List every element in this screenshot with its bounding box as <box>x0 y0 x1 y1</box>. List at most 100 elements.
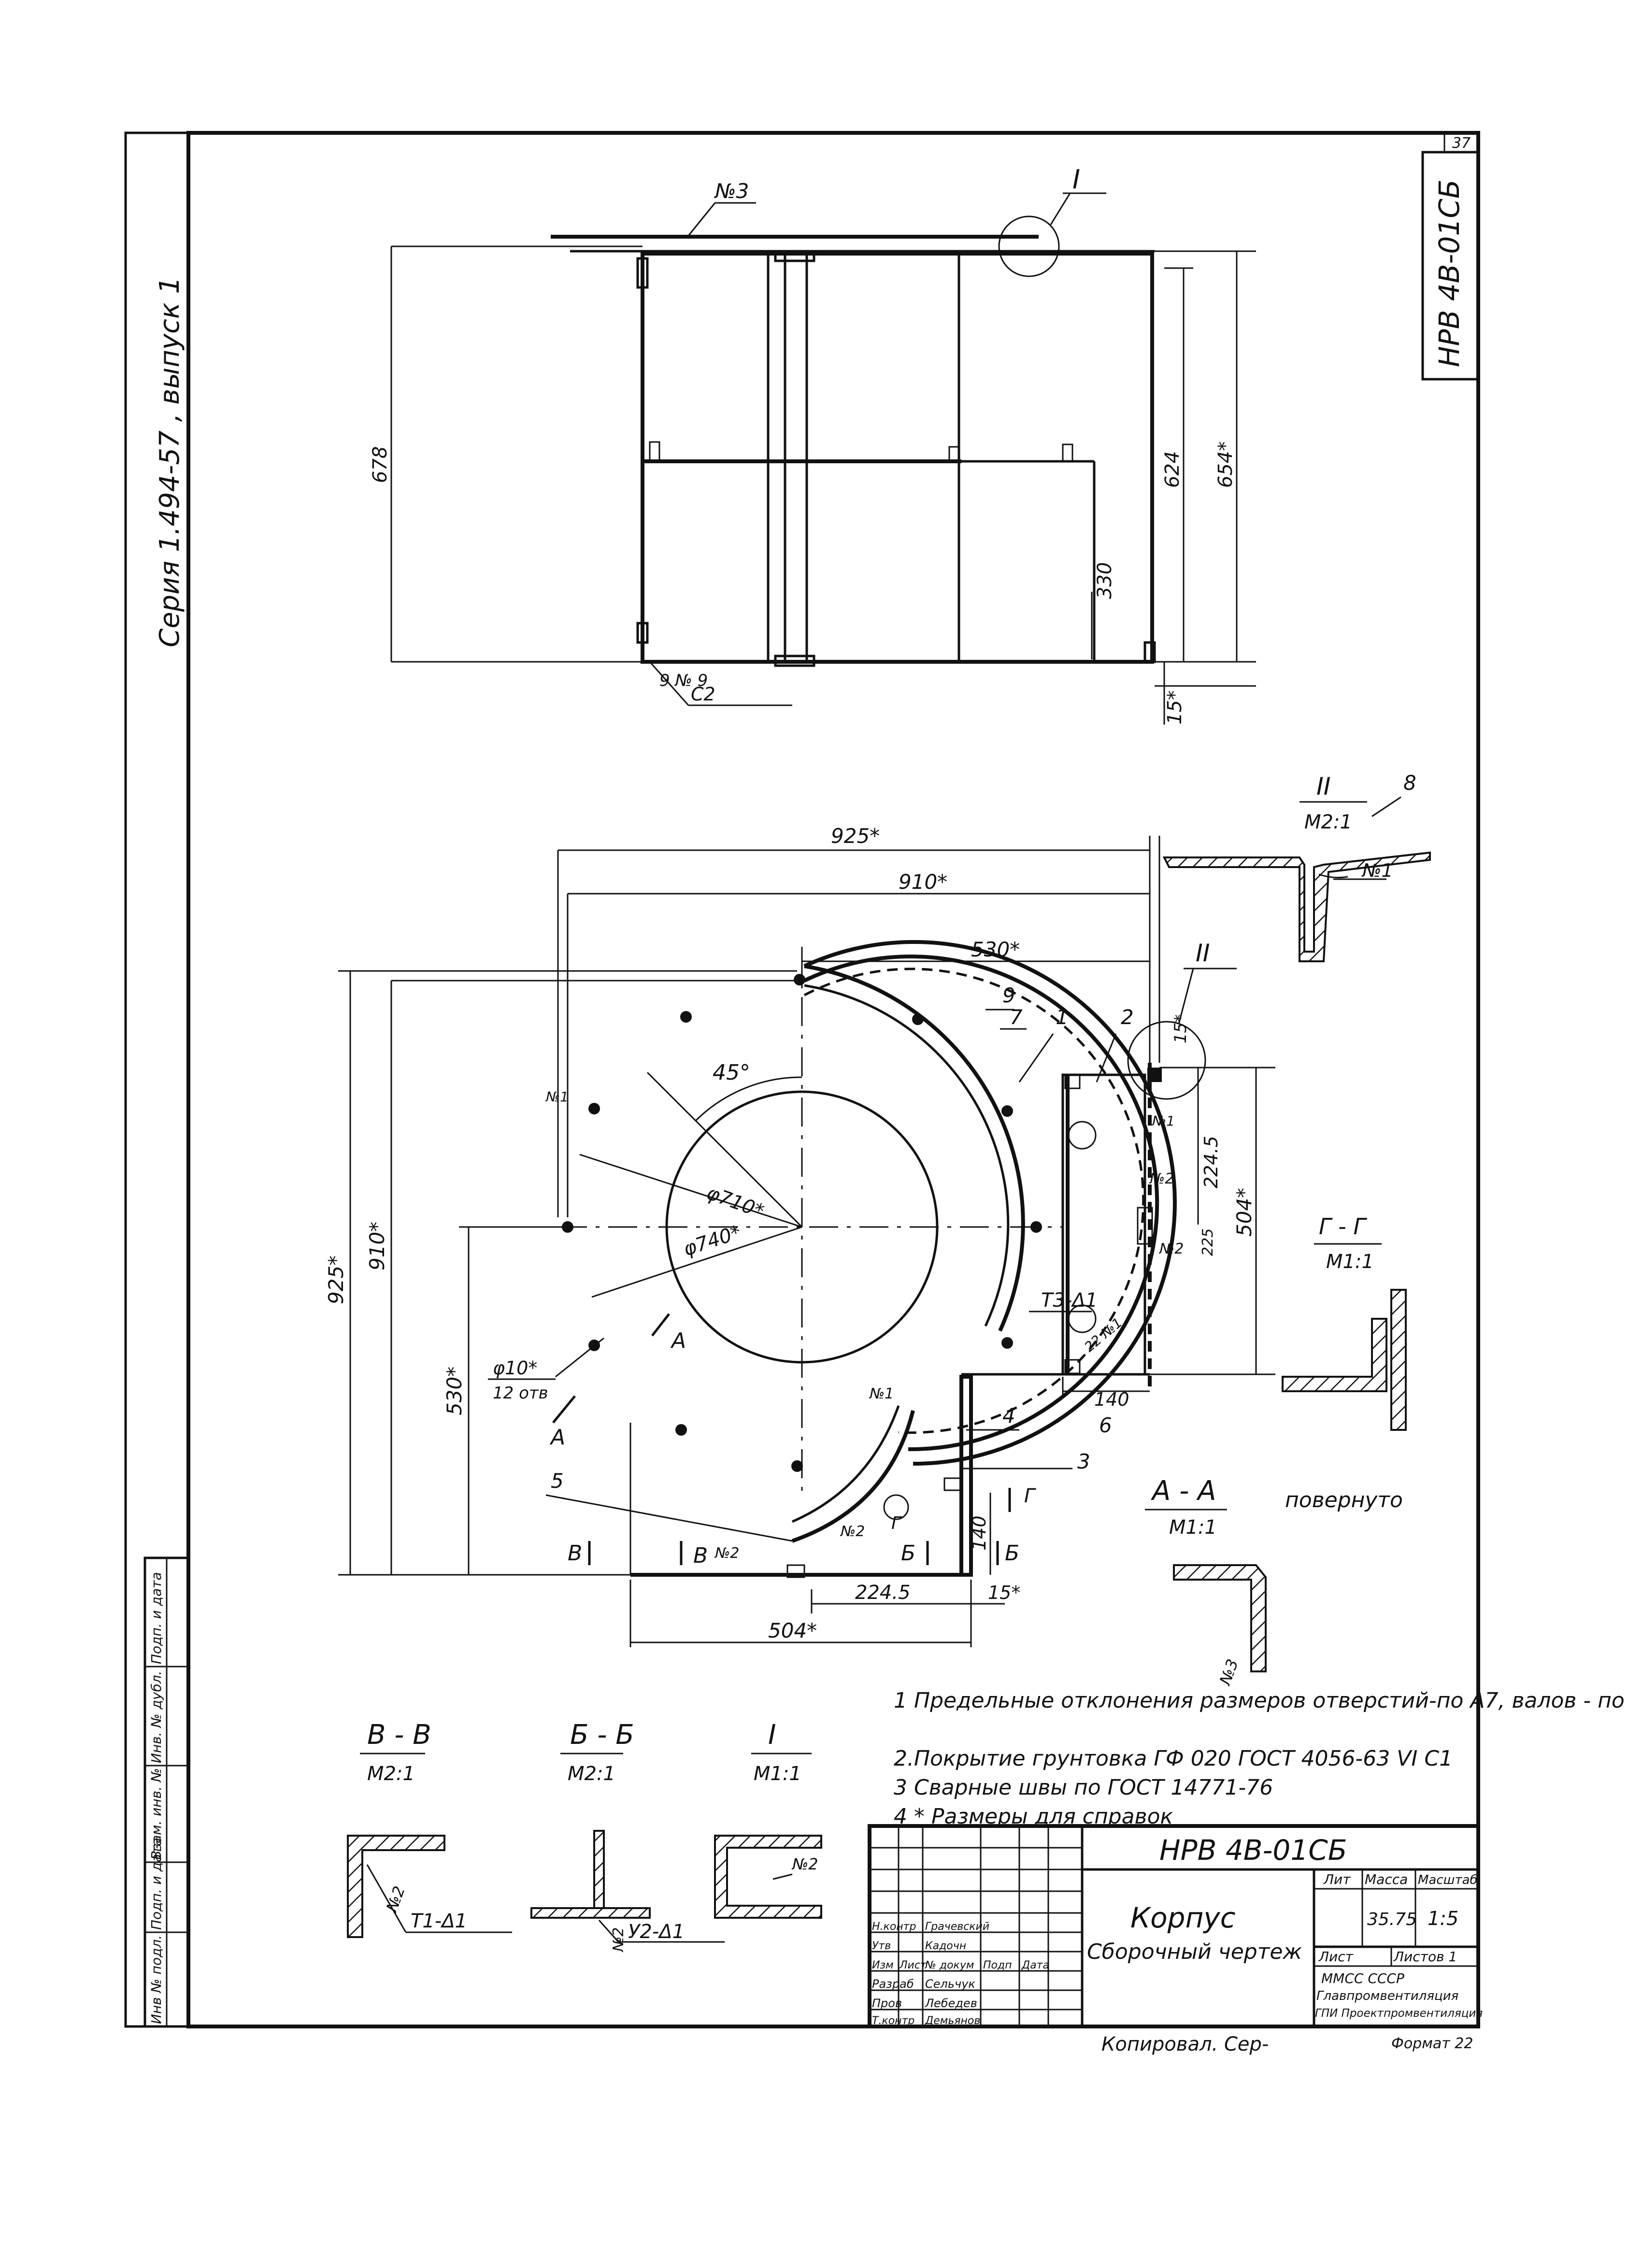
section-vv-scale: М2:1 <box>367 1763 415 1785</box>
tb-sheet: Лист <box>1318 1949 1354 1965</box>
n2-mark-3: №2 <box>840 1523 865 1540</box>
section-mark-a2: А <box>549 1425 565 1450</box>
sheet-frame: 37 <box>124 131 1480 2028</box>
section-mark-b2: Б <box>1005 1541 1019 1566</box>
section-aa: А - А М1:1 повернуто №3 <box>1145 1475 1403 1688</box>
callout-ii: II <box>1196 939 1210 967</box>
tb-h-izm: Изм <box>872 1959 894 1971</box>
pos-6: 6 <box>1099 1413 1112 1437</box>
tb-person-5: Кадочн <box>925 1940 966 1952</box>
tb-sheets: Листов 1 <box>1393 1949 1457 1965</box>
dim-2245-right: 224.5 <box>1200 1136 1222 1188</box>
dim-654: 654* <box>1214 442 1237 488</box>
section-aa-weld: №3 <box>1215 1656 1242 1688</box>
pos-9: 9 <box>1002 984 1015 1007</box>
tb-role-nkontr: Н.контр <box>872 1921 916 1933</box>
tb-person-3: Демьянов <box>925 2015 980 2027</box>
section-bb-scale: М2:1 <box>568 1763 615 1785</box>
dim-504-bottom: 504* <box>768 1619 817 1642</box>
callout-n3: №3 <box>714 179 749 203</box>
pos-1: 1 <box>1056 1005 1069 1029</box>
section-mark-b1: Б <box>901 1541 915 1566</box>
hole-mark <box>912 1013 924 1025</box>
dim-225: 225 <box>1200 1228 1216 1256</box>
tb-code: НРВ 4В-01СБ <box>1159 1834 1347 1867</box>
section-aa-note: повернуто <box>1285 1488 1403 1512</box>
section-bb-ref: У2-Δ1 <box>628 1921 685 1943</box>
section-mark-g2: Г <box>891 1513 902 1533</box>
pos-5: 5 <box>551 1469 564 1493</box>
hole-mark <box>588 1103 600 1114</box>
top-view: №3 I 678 330 624 654* 15* 9 № 9 С2 <box>369 164 1256 725</box>
hole-mark <box>791 1460 803 1472</box>
section-vv-title: В - В <box>367 1719 431 1751</box>
dim-140-right: 140 <box>1094 1389 1129 1410</box>
doc-code-vertical: НРВ 4В-01СБ <box>1433 179 1466 367</box>
pos-4: 4 <box>1002 1404 1015 1427</box>
tb-copied: Копировал. Сер- <box>1101 2033 1269 2055</box>
tb-lit: Лит <box>1323 1871 1351 1887</box>
dim-910-top: 910* <box>899 870 947 894</box>
tb-h-data: Дата <box>1021 1959 1049 1971</box>
tb-role-prov: Пров <box>872 1997 902 2010</box>
dim-2245-bottom: 224.5 <box>855 1582 911 1604</box>
tb-h-docum: № докум <box>925 1959 974 1971</box>
dia-710: φ710* <box>704 1182 767 1223</box>
hole-mark <box>680 1011 692 1023</box>
pos-2: 2 <box>1121 1005 1134 1029</box>
plan-view: 45° φ710* φ740* II 925* 910* 530* <box>324 771 1416 1647</box>
pos-8: 8 <box>1403 771 1416 795</box>
section-i: I М1:1 №2 <box>714 1719 822 1919</box>
pos-7: 7 <box>1010 1005 1023 1029</box>
tb-role-utv: Утв <box>872 1940 891 1952</box>
n2-mark-4: №2 <box>714 1545 739 1562</box>
section-mark-v2: В <box>693 1543 708 1568</box>
notes: 1 Предельные отклонения размеров отверст… <box>894 1688 1628 1829</box>
side-podp-1: Подп. и дата <box>148 1838 164 1930</box>
section-bb-weld: №2 <box>610 1927 627 1953</box>
dim-530-left: 530* <box>443 1367 466 1415</box>
side-inv-podl: Инв № подл. <box>148 1935 164 2024</box>
section-aa-title: А - А <box>1151 1475 1216 1507</box>
tb-org-2: Главпромвентиляция <box>1316 1989 1458 2003</box>
section-mark-v1: В <box>568 1541 582 1566</box>
dim-140-bottom: 140 <box>969 1515 990 1551</box>
weld-t3: Т3-Δ1 <box>1041 1289 1098 1312</box>
tb-scale-h: Масштаб <box>1418 1873 1478 1887</box>
hole-mark <box>794 974 805 985</box>
section-ii-scale: М2:1 <box>1304 811 1352 833</box>
section-bb: Б - Б М2:1 №2 У2-Δ1 <box>530 1719 725 1953</box>
tb-h-list: Лист <box>899 1959 927 1971</box>
tb-person-4: Грачевский <box>925 1921 989 1933</box>
dim-910-left: 910* <box>365 1222 389 1270</box>
tb-h-podp: Подп <box>983 1959 1012 1971</box>
n1-mark-2: №1 <box>1151 1113 1175 1129</box>
section-aa-scale: М1:1 <box>1169 1516 1217 1539</box>
weld-top: 9 № 9 <box>659 671 708 690</box>
tb-doc-type: Сборочный чертеж <box>1087 1940 1302 1964</box>
title-block: Изм Лист № докум Подп Дата Разраб Пров Т… <box>868 1824 1483 2055</box>
side-vzam: Взам. инв. № <box>148 1768 164 1860</box>
tb-person-1: Сельчук <box>925 1977 975 1991</box>
dim-504-right: 504* <box>1232 1188 1256 1237</box>
tb-org-3: ГПИ Проектпромвентиляция <box>1315 2007 1483 2020</box>
dim-15-top: 15* <box>1164 690 1186 725</box>
tb-name: Корпус <box>1130 1901 1236 1934</box>
weld-ref-top: С2 <box>691 684 715 705</box>
callout-i: I <box>1072 164 1080 195</box>
section-bb-title: Б - Б <box>570 1719 634 1751</box>
tb-org-1: ММСС СССР <box>1321 1970 1404 1986</box>
section-ii: II М2:1 №1 <box>1162 772 1431 962</box>
n1-mark-1: №1 <box>545 1089 569 1105</box>
inner-circle-710 <box>665 1090 939 1364</box>
holes-dia: φ10* <box>493 1357 537 1379</box>
angle-45: 45° <box>713 1060 750 1085</box>
side-podp-2: Подп. и дата <box>148 1572 164 1664</box>
tb-mass: 35.75 <box>1367 1910 1417 1929</box>
n2-mark-2: №2 <box>1158 1241 1184 1257</box>
series-label: Серия 1.494-57 , выпуск 1 <box>154 277 186 647</box>
section-gg-scale: М1:1 <box>1326 1251 1374 1273</box>
note-2: 2.Покрытие грунтовка ГФ 020 ГОСТ 4056-63… <box>894 1746 1453 1771</box>
detail-circle-i <box>998 215 1060 277</box>
